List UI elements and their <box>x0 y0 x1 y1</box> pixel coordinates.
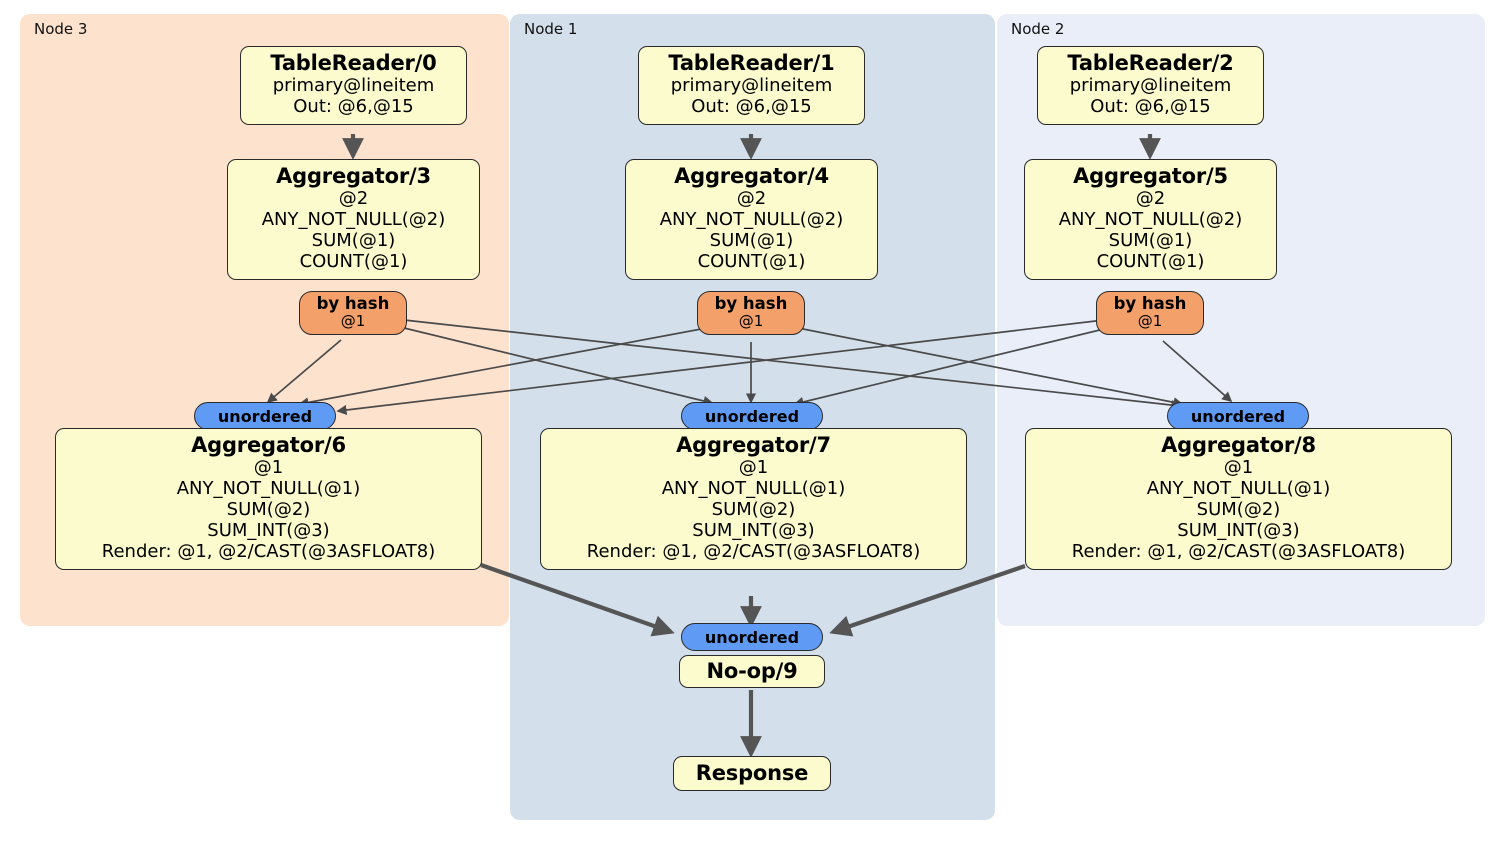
router-title: by hash <box>316 294 390 313</box>
box-line: COUNT(@1) <box>1096 250 1205 272</box>
box-response[interactable]: Response <box>673 756 831 792</box>
box-aggregator-4[interactable]: Aggregator/4 @2 ANY_NOT_NULL(@2) SUM(@1)… <box>625 159 878 280</box>
router-title: by hash <box>714 294 788 313</box>
box-line: SUM_INT(@3) <box>1177 519 1300 541</box>
stream-unordered-aggregator-6[interactable]: unordered <box>194 402 336 430</box>
box-title: TableReader/1 <box>668 51 835 75</box>
box-title: Aggregator/6 <box>191 433 346 457</box>
box-title: Aggregator/7 <box>676 433 831 457</box>
box-aggregator-6[interactable]: Aggregator/6 @1 ANY_NOT_NULL(@1) SUM(@2)… <box>55 428 482 570</box>
router-by-hash-aggregator-4[interactable]: by hash @1 <box>697 291 805 335</box>
box-title: TableReader/2 <box>1067 51 1234 75</box>
stream-label: unordered <box>704 627 800 647</box>
box-line: Render: @1, @2/CAST(@3ASFLOAT8) <box>101 540 436 562</box>
box-line: Out: @6,@15 <box>1090 96 1211 118</box>
router-by-hash-aggregator-5[interactable]: by hash @1 <box>1096 291 1204 335</box>
box-line: SUM_INT(@3) <box>692 519 815 541</box>
box-line: SUM(@1) <box>1108 230 1193 252</box>
box-line: ANY_NOT_NULL(@2) <box>659 209 844 231</box>
box-line: ANY_NOT_NULL(@2) <box>261 209 446 231</box>
box-line: COUNT(@1) <box>299 250 408 272</box>
box-line: SUM(@2) <box>711 499 796 521</box>
box-line: @2 <box>338 188 369 210</box>
box-line: @1 <box>738 457 769 479</box>
region-node-3-label: Node 3 <box>34 20 88 38</box>
router-detail: @1 <box>340 312 366 331</box>
box-title: No-op/9 <box>706 659 798 683</box>
box-line: ANY_NOT_NULL(@1) <box>176 478 361 500</box>
box-line: @1 <box>1223 457 1254 479</box>
box-line: ANY_NOT_NULL(@1) <box>661 478 846 500</box>
box-line: ANY_NOT_NULL(@2) <box>1058 209 1243 231</box>
box-line: COUNT(@1) <box>697 250 806 272</box>
box-line: SUM(@2) <box>226 499 311 521</box>
box-line: primary@lineitem <box>272 75 435 97</box>
box-line: Render: @1, @2/CAST(@3ASFLOAT8) <box>586 540 921 562</box>
router-detail: @1 <box>1137 312 1163 331</box>
box-title: TableReader/0 <box>270 51 437 75</box>
box-table-reader-2[interactable]: TableReader/2 primary@lineitem Out: @6,@… <box>1037 46 1264 126</box>
box-title: Aggregator/8 <box>1161 433 1316 457</box>
router-title: by hash <box>1113 294 1187 313</box>
box-line: Out: @6,@15 <box>293 96 414 118</box>
box-aggregator-5[interactable]: Aggregator/5 @2 ANY_NOT_NULL(@2) SUM(@1)… <box>1024 159 1277 280</box>
region-node-2-label: Node 2 <box>1011 20 1065 38</box>
box-table-reader-0[interactable]: TableReader/0 primary@lineitem Out: @6,@… <box>240 46 467 126</box>
box-line: Render: @1, @2/CAST(@3ASFLOAT8) <box>1071 540 1406 562</box>
box-line: @2 <box>1135 188 1166 210</box>
box-line: primary@lineitem <box>670 75 833 97</box>
box-title: Aggregator/5 <box>1073 164 1228 188</box>
stream-unordered-aggregator-7[interactable]: unordered <box>681 402 823 430</box>
box-aggregator-8[interactable]: Aggregator/8 @1 ANY_NOT_NULL(@1) SUM(@2)… <box>1025 428 1452 570</box>
box-line: @2 <box>736 188 767 210</box>
box-line: SUM(@1) <box>311 230 396 252</box>
stream-label: unordered <box>217 406 313 426</box>
box-line: @1 <box>253 457 284 479</box>
stream-label: unordered <box>1190 406 1286 426</box>
router-detail: @1 <box>738 312 764 331</box>
router-by-hash-aggregator-3[interactable]: by hash @1 <box>299 291 407 335</box>
box-line: SUM(@2) <box>1196 499 1281 521</box>
region-node-1-label: Node 1 <box>524 20 578 38</box>
stream-unordered-final[interactable]: unordered <box>681 623 823 651</box>
stream-label: unordered <box>704 406 800 426</box>
box-aggregator-7[interactable]: Aggregator/7 @1 ANY_NOT_NULL(@1) SUM(@2)… <box>540 428 967 570</box>
box-line: primary@lineitem <box>1069 75 1232 97</box>
box-title: Aggregator/3 <box>276 164 431 188</box>
box-line: ANY_NOT_NULL(@1) <box>1146 478 1331 500</box>
box-table-reader-1[interactable]: TableReader/1 primary@lineitem Out: @6,@… <box>638 46 865 126</box>
box-line: SUM_INT(@3) <box>207 519 330 541</box>
box-aggregator-3[interactable]: Aggregator/3 @2 ANY_NOT_NULL(@2) SUM(@1)… <box>227 159 480 280</box>
box-no-op-9[interactable]: No-op/9 <box>679 655 825 689</box>
box-line: SUM(@1) <box>709 230 794 252</box>
box-title: Aggregator/4 <box>674 164 829 188</box>
box-line: Out: @6,@15 <box>691 96 812 118</box>
stream-unordered-aggregator-8[interactable]: unordered <box>1167 402 1309 430</box>
box-title: Response <box>695 761 809 785</box>
